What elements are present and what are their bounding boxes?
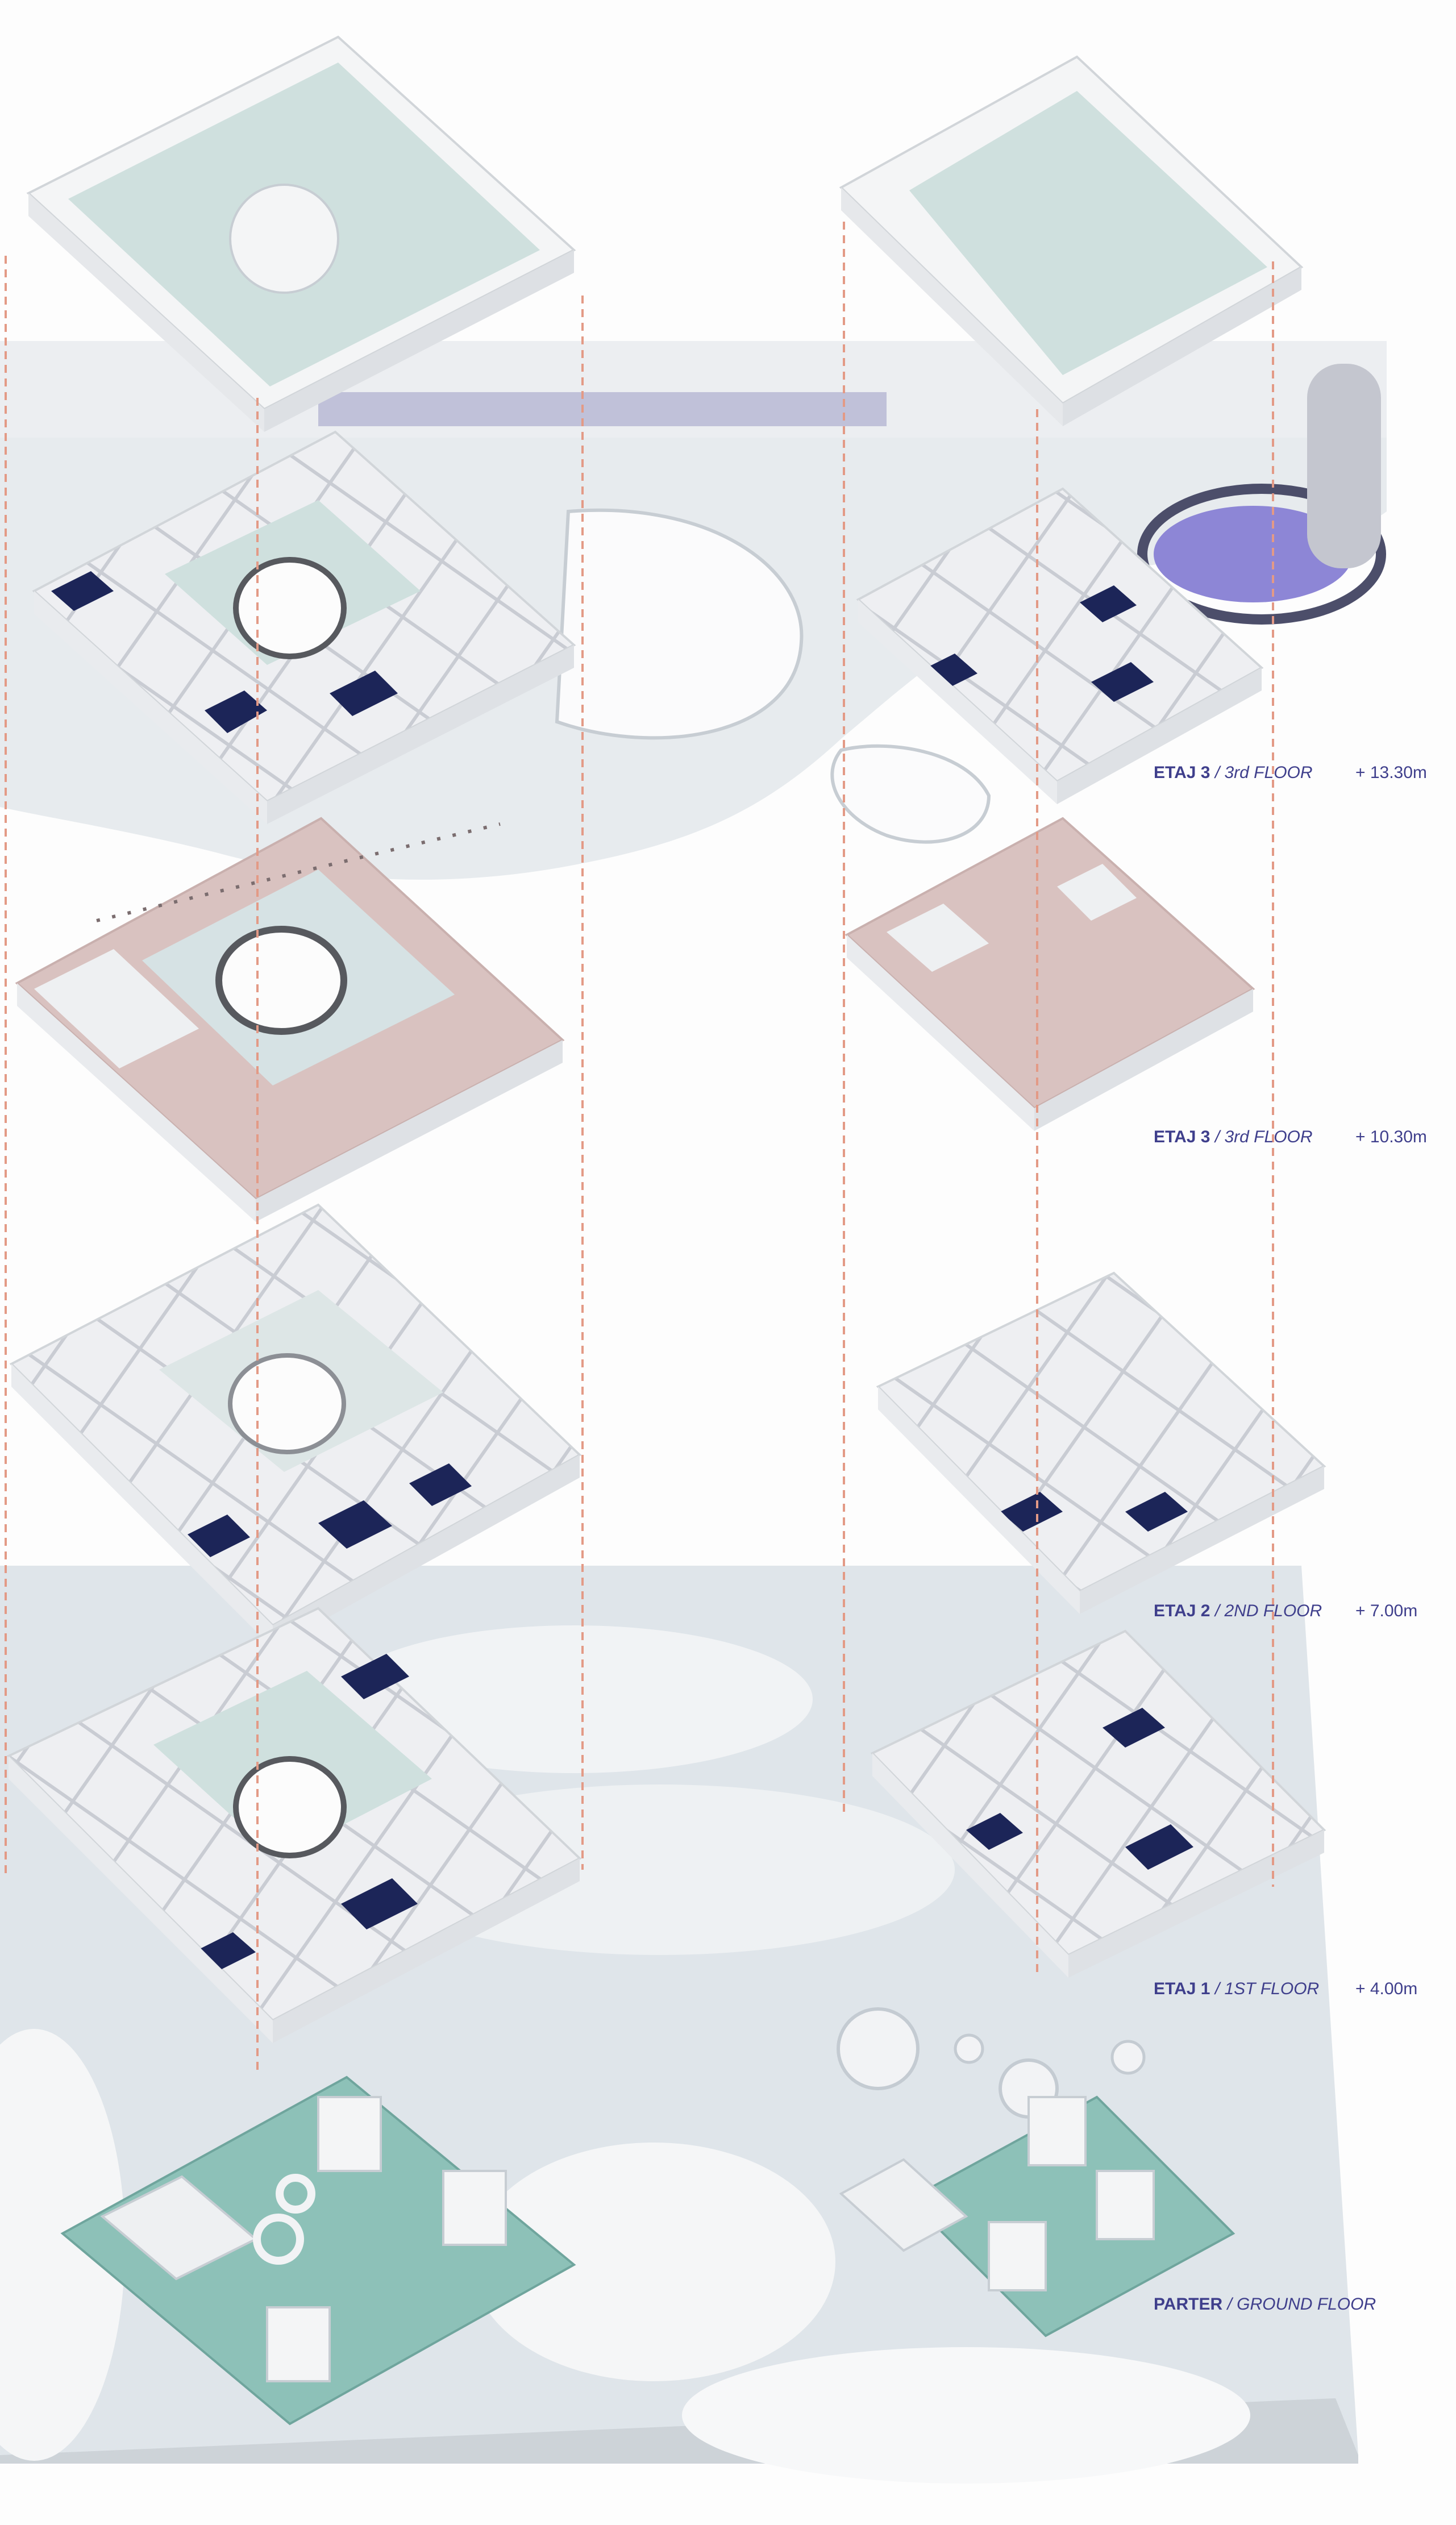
vertical-guides [5,222,1274,2074]
floor-label-etaj3-1030: ETAJ 3 / 3rd FLOOR + 10.30m [1154,1128,1449,1162]
ground-floor-core [839,2158,968,2252]
pool-deck [1137,484,1386,625]
floor-700-block-right [876,1271,1326,1593]
roof-block-right-deck [909,91,1267,375]
ground-floor-tower [442,2170,507,2246]
floor-1030-wall [847,935,1034,1131]
floor-1030-core [34,949,199,1068]
roof-block-right-wall [1063,267,1301,426]
floor-label-name: ETAJ 1 [1154,1979,1210,1998]
floor-label-name: ETAJ 2 [1154,1601,1210,1620]
site-white-disc [335,1625,813,1773]
curved-walkway-void [555,508,804,740]
floor-label-subtitle: / 3rd FLOOR [1210,763,1313,782]
site-planter [1110,2040,1146,2075]
site-planter [837,2007,920,2090]
ground-floor-tower [1027,2096,1087,2166]
site-white-disc [682,2347,1250,2484]
floor-label-name: PARTER [1154,2295,1223,2314]
floor-label-etaj2: ETAJ 2 / 2ND FLOOR + 7.00m [1154,1601,1449,1636]
floor-1030-void [215,926,347,1035]
floor-400-dark-room [1125,1824,1193,1870]
ground-floor-tower [1096,2170,1155,2240]
floor-400-dark-room [341,1654,409,1699]
roof-block-left-wall [28,193,264,432]
floor-1330-dark-room [1080,585,1137,622]
floor-700-wall [11,1364,273,1648]
floor-1330-wall [34,591,267,824]
floor-label-level: + 4.00m [1355,1979,1418,1998]
roof-block-left-wall [264,250,574,432]
floor-700-dark-room [409,1463,472,1506]
floor-label-subtitle: / GROUND FLOOR [1222,2295,1376,2314]
floor-1330-dark-room [205,690,267,733]
floor-1330-dark-room [330,671,398,716]
floor-400-wall [872,1753,1068,1978]
floor-label-parter: PARTER / GROUND FLOOR [1154,2295,1449,2329]
floor-1030-wall [17,983,256,1222]
floor-700-dark-room [318,1500,392,1549]
ground-floor-ring [276,2174,315,2214]
floor-700-dark-room [1000,1492,1063,1532]
roof-block-right-wall [841,188,1063,426]
floor-700-wall [878,1387,1080,1614]
floor-700-dark-room [188,1515,250,1557]
floor-label-etaj1: ETAJ 1 / 1ST FLOOR + 4.00m [1154,1979,1449,2014]
floor-1330-dark-room [51,571,114,611]
floor-400-dark-room [199,1932,256,1969]
floor-400-dark-room [341,1878,418,1929]
floor-700-dark-room [1125,1492,1188,1532]
floor-1030-block-right [845,817,1255,1110]
floor-400-wall [1068,1830,1324,1978]
site-white-disc [0,2029,125,2461]
floor-1330-wall [267,645,574,824]
floor-1330-dark-room [1091,662,1154,702]
floor-1330-wall [1057,668,1262,804]
floor-label-subtitle: / 1ST FLOOR [1210,1979,1320,1998]
floor-1330-wall [858,600,1057,804]
floor-700-void [228,1353,346,1454]
floor-400-wall [9,1756,273,2043]
floor-700-wall [1080,1466,1324,1614]
floor-700-wall [273,1455,580,1648]
floor-label-subtitle: / 2ND FLOOR [1210,1601,1322,1620]
tower-volume [1307,364,1381,568]
floor-400-dark-room [966,1813,1023,1850]
roof-skylight [229,184,339,294]
curved-walkway-dark-band [318,392,887,426]
floor-400-wall [273,1858,580,2043]
floor-label-subtitle: / 3rd FLOOR [1210,1128,1313,1146]
floor-1030-wall [256,1040,563,1222]
floor-label-etaj3-1330: ETAJ 3 / 3rd FLOOR + 13.30m [1154,763,1449,797]
floor-1330-void [233,557,347,659]
ground-floor-block-left [60,2075,576,2426]
site-planter [954,2033,984,2064]
floor-label-name: ETAJ 3 [1154,763,1210,782]
floor-1030-wall [1034,989,1253,1131]
ground-floor-tower [317,2096,382,2172]
floor-label-level: + 10.30m [1355,1128,1427,1146]
ground-floor-ring [253,2214,304,2265]
curved-walkway-void [830,744,991,844]
pool [1154,506,1353,602]
floor-400-void [233,1756,347,1858]
floor-label-level: + 13.30m [1355,763,1427,782]
floor-1030-core [887,904,989,972]
floor-1030-fins [96,822,501,922]
floor-label-level: + 7.00m [1355,1601,1418,1620]
ground-floor-tower [266,2306,331,2382]
ground-floor-tower [988,2221,1047,2291]
floor-1030-core [1057,864,1137,921]
floor-label-name: ETAJ 3 [1154,1128,1210,1146]
floor-400-dark-room [1103,1708,1165,1748]
site-white-disc [472,2143,835,2381]
